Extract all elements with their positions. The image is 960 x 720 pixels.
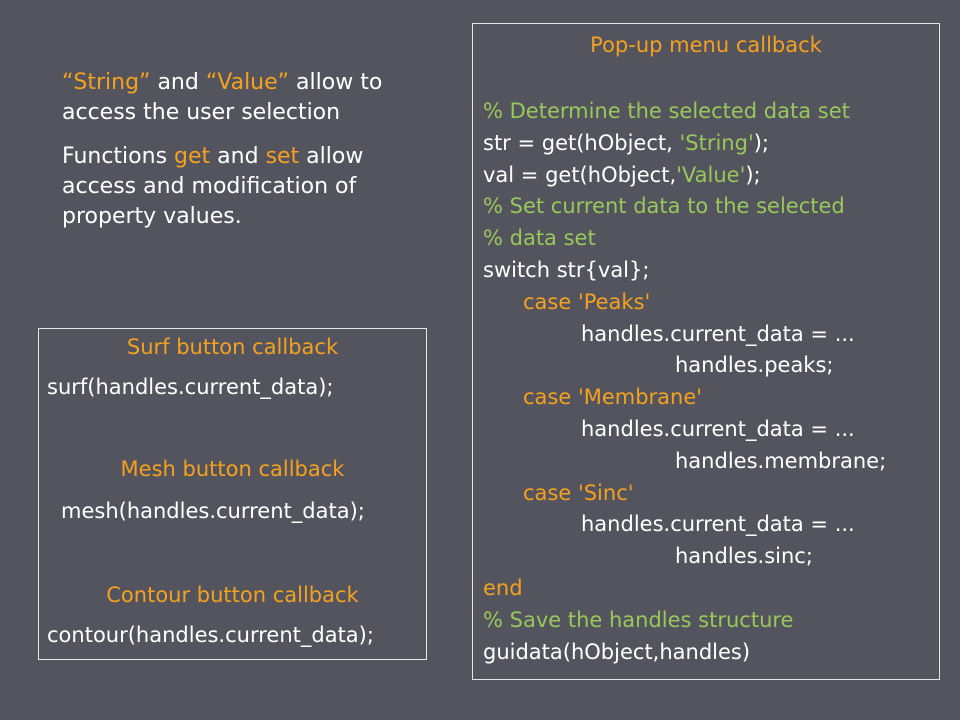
surf-callback-code: surf(handles.current_data); xyxy=(47,375,334,399)
intro-rest-text: allow to access the user selection xyxy=(62,70,383,125)
code-line: switch str{val}; xyxy=(483,257,650,282)
string-keyword: “String” xyxy=(62,70,151,95)
code-string: 'String' xyxy=(679,130,754,155)
code-line: % Save the handles structure xyxy=(483,607,794,632)
popup-menu-callback-panel: Pop-up menu callback % Determine the sel… xyxy=(472,23,940,680)
value-keyword: “Value” xyxy=(205,70,290,95)
intro-paragraph-string-value: “String” and “Value” allow to access the… xyxy=(62,68,422,128)
code-line: handles.membrane; xyxy=(675,448,887,473)
set-keyword: set xyxy=(265,144,300,169)
functions-rest-text: allow access and modification of propert… xyxy=(62,144,364,229)
popup-callback-title: Pop-up menu callback xyxy=(590,33,822,57)
code-text: ); xyxy=(753,130,769,155)
code-line: end xyxy=(483,575,523,600)
mesh-callback-title: Mesh button callback xyxy=(120,457,345,481)
intro-and-text: and xyxy=(150,70,206,95)
code-line: val = get(hObject,'Value'); xyxy=(483,160,886,192)
contour-callback-code: contour(handles.current_data); xyxy=(47,623,374,647)
surf-callback-title: Surf button callback xyxy=(126,335,339,359)
code-line: % data set xyxy=(483,226,596,251)
intro-paragraph-get-set: Functions get and set allow access and m… xyxy=(62,142,422,232)
code-line: handles.current_data = ... xyxy=(581,512,855,537)
intro-text: “String” and “Value” allow to access the… xyxy=(62,68,422,232)
code-line: handles.peaks; xyxy=(675,353,834,378)
code-line: handles.sinc; xyxy=(675,544,813,569)
code-line: case 'Sinc' xyxy=(523,480,634,505)
code-line: % Determine the selected data set xyxy=(483,99,850,123)
functions-text: Functions xyxy=(62,144,175,169)
and-text: and xyxy=(210,144,266,169)
get-keyword: get xyxy=(174,144,211,169)
code-line: str = get(hObject, 'String'); xyxy=(483,128,886,160)
code-line: case 'Membrane' xyxy=(523,385,703,410)
code-line: % Set current data to the selected xyxy=(483,194,845,219)
code-line: handles.current_data = ... xyxy=(581,416,855,441)
popup-callback-code: % Determine the selected data set str = … xyxy=(483,96,886,668)
code-string: 'Value' xyxy=(676,162,746,187)
button-callbacks-panel: Surf button callback surf(handles.curren… xyxy=(38,328,427,660)
contour-callback-title: Contour button callback xyxy=(106,583,359,607)
code-line: case 'Peaks' xyxy=(523,289,651,314)
code-text: str = get(hObject, xyxy=(483,130,680,155)
code-text: ); xyxy=(745,162,761,187)
code-text: val = get(hObject, xyxy=(483,162,677,187)
mesh-callback-code: mesh(handles.current_data); xyxy=(61,499,365,523)
code-line: handles.current_data = ... xyxy=(581,321,855,346)
code-line: guidata(hObject,handles) xyxy=(483,639,751,664)
